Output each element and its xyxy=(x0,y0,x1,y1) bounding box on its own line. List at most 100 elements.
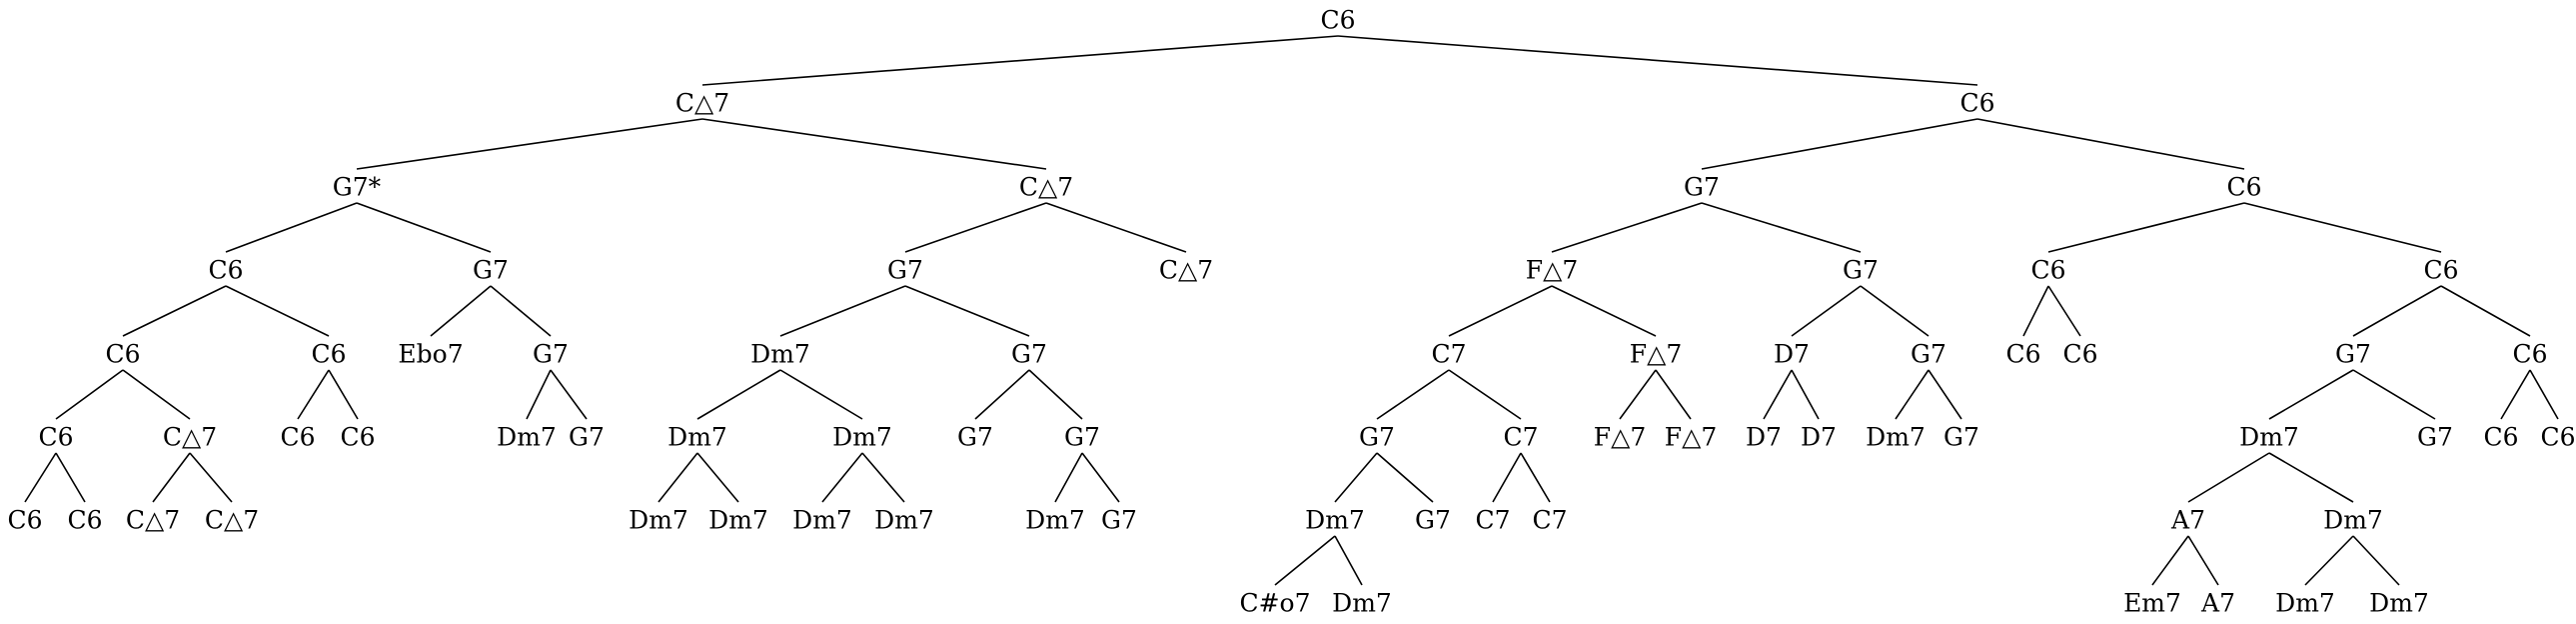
tree-edge xyxy=(1448,285,1553,337)
tree-edge xyxy=(1701,118,1978,170)
tree-edge xyxy=(490,285,552,337)
chord-node-label: C6 xyxy=(67,506,102,535)
tree-edge xyxy=(2243,202,2442,253)
tree-edge xyxy=(2352,285,2442,337)
tree-edge xyxy=(2047,285,2081,337)
tree-edge xyxy=(2022,285,2049,337)
tree-edge xyxy=(1895,369,1930,420)
tree-edge xyxy=(1054,452,1083,503)
chord-node-label: G7 xyxy=(569,423,605,452)
tree-edge xyxy=(1028,369,1083,420)
chord-node-label: G7 xyxy=(1684,173,1720,202)
chord-node-label: C△7 xyxy=(126,506,180,535)
chord-node-label: C△7 xyxy=(205,506,259,535)
chord-node-label: C△7 xyxy=(1159,256,1213,285)
chord-node-label: G7 xyxy=(887,256,923,285)
chord-node-label: G7 xyxy=(1843,256,1879,285)
tree-edge xyxy=(1376,452,1434,503)
chord-node-label: C6 xyxy=(2030,256,2065,285)
chord-node-label: C6 xyxy=(2005,340,2040,369)
tree-edge xyxy=(1791,285,1862,337)
tree-edge xyxy=(2187,535,2219,586)
tree-edge xyxy=(2440,285,2531,337)
chord-node-label: G7* xyxy=(333,173,382,202)
tree-edge xyxy=(1928,369,1962,420)
chord-node-label: G7 xyxy=(2335,340,2371,369)
tree-edge xyxy=(297,369,330,420)
tree-edge xyxy=(1655,369,1692,420)
tree-edge xyxy=(861,452,905,503)
tree-edge xyxy=(779,369,863,420)
chord-node-label: C6 xyxy=(2062,340,2097,369)
tree-edge xyxy=(550,369,588,420)
chord-node-label: G7 xyxy=(1911,340,1946,369)
tree-edge xyxy=(122,285,227,337)
tree-edge xyxy=(657,452,698,503)
tree-edge xyxy=(1551,285,1657,337)
tree-edges xyxy=(24,35,2559,586)
tree-edge xyxy=(225,202,358,253)
chord-node-label: F△7 xyxy=(1526,256,1578,285)
chord-node-label: Dm7 xyxy=(1305,506,1365,535)
chord-node-label: D7 xyxy=(1801,423,1837,452)
chord-node-label: Dm7 xyxy=(1332,589,1392,618)
chord-node-label: C6 xyxy=(280,423,315,452)
tree-edge xyxy=(122,369,191,420)
chord-node-label: G7 xyxy=(1011,340,1047,369)
tree-edge xyxy=(904,202,1047,253)
chord-node-label: G7 xyxy=(2417,423,2453,452)
chord-node-label: Em7 xyxy=(2123,589,2181,618)
chord-node-label: Dm7 xyxy=(629,506,688,535)
chord-node-label: G7 xyxy=(1415,506,1451,535)
tree-edge xyxy=(1492,452,1522,503)
chord-node-label: G7 xyxy=(1101,506,1137,535)
chord-node-label: C6 xyxy=(340,423,375,452)
tree-edge xyxy=(1551,202,1703,253)
chord-node-label: Dm7 xyxy=(1866,423,1926,452)
tree-edge xyxy=(2268,369,2354,420)
tree-edge xyxy=(356,118,703,170)
chord-node-label: C6 xyxy=(2512,340,2547,369)
chord-node-label: C6 xyxy=(2540,423,2575,452)
chord-node-label: G7 xyxy=(1064,423,1100,452)
tree-edge xyxy=(701,35,1339,86)
chord-node-label: C6 xyxy=(2483,423,2518,452)
tree-edge xyxy=(189,452,233,503)
tree-edge xyxy=(2304,535,2354,586)
tree-edge xyxy=(2151,535,2189,586)
chord-node-label: D7 xyxy=(1746,423,1782,452)
chord-node-label: Dm7 xyxy=(792,506,852,535)
tree-edge xyxy=(1448,369,1522,420)
tree-edge xyxy=(152,452,191,503)
chord-node-label: C6 xyxy=(1320,6,1355,35)
chord-node-label: Dm7 xyxy=(2369,589,2429,618)
tree-edge xyxy=(701,118,1047,170)
chord-node-label: Ebo7 xyxy=(398,340,463,369)
chord-node-label: Dm7 xyxy=(497,423,557,452)
tree-edge xyxy=(904,285,1030,337)
tree-edge xyxy=(55,369,124,420)
chord-node-label: Dm7 xyxy=(2275,589,2335,618)
tree-edge xyxy=(356,202,492,253)
tree-edge xyxy=(2500,369,2531,420)
tree-edge xyxy=(2047,202,2245,253)
chord-node-label: C△7 xyxy=(163,423,217,452)
chord-node-label: Dm7 xyxy=(1025,506,1085,535)
tree-edge xyxy=(1334,452,1378,503)
tree-edge xyxy=(1520,452,1551,503)
tree-edge xyxy=(2352,369,2436,420)
chord-node-label: A7 xyxy=(2170,506,2205,535)
tree-edge xyxy=(974,369,1030,420)
tree-edge xyxy=(24,452,57,503)
tree-edge xyxy=(2187,452,2270,503)
tree-edge xyxy=(430,285,492,337)
tree-edge xyxy=(1619,369,1657,420)
tree-edge xyxy=(2268,452,2354,503)
tree-edge xyxy=(1701,202,1862,253)
tree-edge xyxy=(696,452,739,503)
chord-node-label: G7 xyxy=(533,340,569,369)
tree-edge xyxy=(526,369,552,420)
chord-node-label: C△7 xyxy=(675,89,729,118)
chord-node-label: Dm7 xyxy=(708,506,768,535)
